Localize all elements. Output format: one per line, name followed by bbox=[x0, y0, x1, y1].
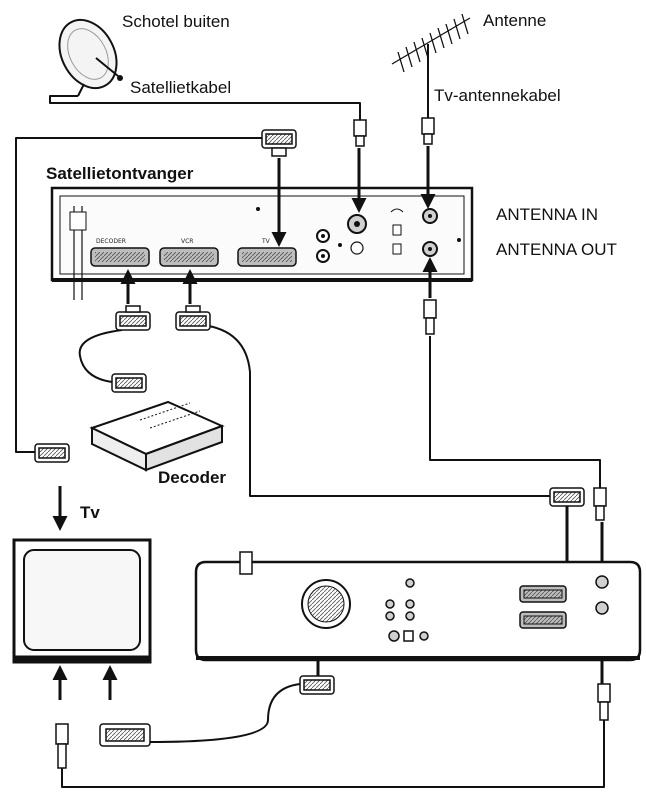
scart-plug-tv-top bbox=[34, 443, 70, 463]
dish-label: Schotel buiten bbox=[122, 12, 230, 31]
scart-plug-vcr-top bbox=[549, 487, 585, 507]
receiver-label: Satellietontvanger bbox=[46, 164, 194, 183]
antenna-label: Antenne bbox=[483, 11, 547, 30]
receiver-tv-port-label: TV bbox=[261, 238, 271, 245]
television-icon bbox=[12, 538, 152, 664]
antenna-out-label: ANTENNA OUT bbox=[496, 240, 617, 259]
satellite-cable-label: Satellietkabel bbox=[130, 78, 232, 97]
vcr-device bbox=[194, 551, 642, 662]
receiver-tv-port: TV bbox=[237, 238, 297, 267]
receiver-decoder-port: DECODER bbox=[90, 238, 150, 267]
antenna-icon bbox=[391, 13, 471, 118]
receiver-vcr-port-label: VCR bbox=[181, 238, 193, 245]
coax-plug-antenna bbox=[421, 117, 435, 145]
scart-plug-receiver-tv bbox=[261, 129, 297, 157]
tv-cable-label: Tv-antennekabel bbox=[434, 86, 561, 105]
coax-plug-satellite bbox=[353, 119, 367, 147]
scart-plug-tv-bottom bbox=[99, 723, 151, 747]
cables bbox=[15, 95, 605, 788]
decoder-box bbox=[89, 400, 225, 472]
coax-plug-tv bbox=[55, 723, 69, 769]
tv-label: Tv bbox=[80, 503, 100, 522]
decoder-label: Decoder bbox=[158, 468, 227, 487]
receiver-vcr-port: VCR bbox=[159, 238, 219, 267]
coax-plug-vcr-out bbox=[597, 683, 611, 721]
antenna-in-label: ANTENNA IN bbox=[496, 205, 599, 224]
coax-plug-antenna-out bbox=[423, 299, 437, 335]
scart-plug-receiver-decoder bbox=[115, 305, 151, 331]
connector-plugs bbox=[34, 117, 611, 769]
satellite-dish-icon bbox=[58, 18, 123, 97]
satellite-receiver: DECODER VCR TV bbox=[50, 186, 474, 300]
scart-plug-receiver-vcr bbox=[175, 305, 211, 331]
scart-plug-vcr-bottom bbox=[299, 675, 335, 695]
coax-plug-vcr-in bbox=[593, 487, 607, 521]
receiver-decoder-port-label: DECODER bbox=[96, 238, 126, 245]
scart-plug-decoder bbox=[111, 373, 147, 393]
